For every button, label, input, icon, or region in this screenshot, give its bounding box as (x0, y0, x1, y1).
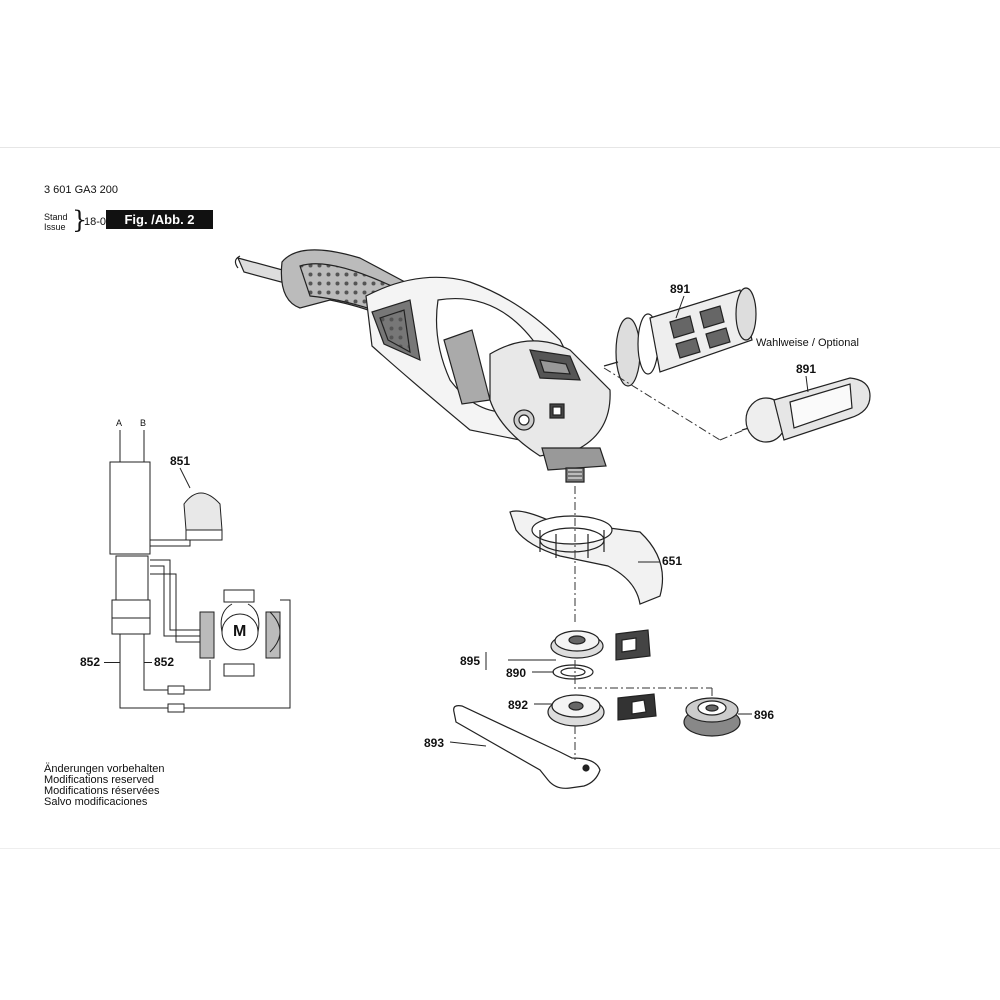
wheel-guard-651 (509, 510, 664, 605)
callout-893: 893 (424, 736, 445, 750)
side-handle-891-optional (741, 377, 871, 443)
mounting-flange-895 (550, 629, 651, 680)
callout-651: 651 (662, 554, 683, 568)
callout-852-right: 852 (154, 655, 175, 669)
footer-line-de: Änderungen vorbehalten (44, 763, 165, 775)
leader-852-left (104, 662, 120, 663)
callout-896: 896 (754, 708, 775, 722)
callout-890: 890 (506, 666, 527, 680)
angle-grinder (234, 249, 611, 483)
optional-note: Wahlweise / Optional (756, 337, 859, 349)
callout-852-left: 852 (80, 655, 101, 669)
footer-line-es: Salvo modificaciones (44, 796, 148, 808)
leader-lines (179, 295, 809, 747)
part-number: 3 601 GA3 200 (44, 184, 119, 196)
wiring-diagram (109, 430, 291, 713)
figure-label: Fig. /Abb. 2 (106, 210, 213, 229)
bottom-divider (0, 848, 1000, 849)
motor-symbol: M (233, 623, 247, 640)
stand-label: Stand (44, 212, 68, 222)
callout-851: 851 (170, 454, 191, 468)
brace-glyph: } (72, 206, 88, 234)
top-divider (0, 147, 1000, 148)
leader-852-right (144, 662, 152, 663)
quick-clamping-nut-896 (683, 697, 741, 737)
callout-891-optional: 891 (796, 362, 817, 376)
spanner-893 (453, 705, 601, 789)
issue-label: Issue (44, 222, 66, 232)
assembly-lines (574, 367, 745, 760)
footer-line-fr: Modifications réservées (44, 785, 160, 797)
callout-891-top: 891 (670, 282, 691, 296)
terminal-a-label: A (116, 418, 123, 428)
footer-line-en: Modifications reserved (44, 774, 155, 786)
clamping-nut-892 (547, 693, 657, 727)
side-handle-891-top (603, 287, 757, 387)
callout-895: 895 (460, 654, 481, 668)
callout-892: 892 (508, 698, 529, 712)
terminal-b-label: B (140, 418, 147, 428)
